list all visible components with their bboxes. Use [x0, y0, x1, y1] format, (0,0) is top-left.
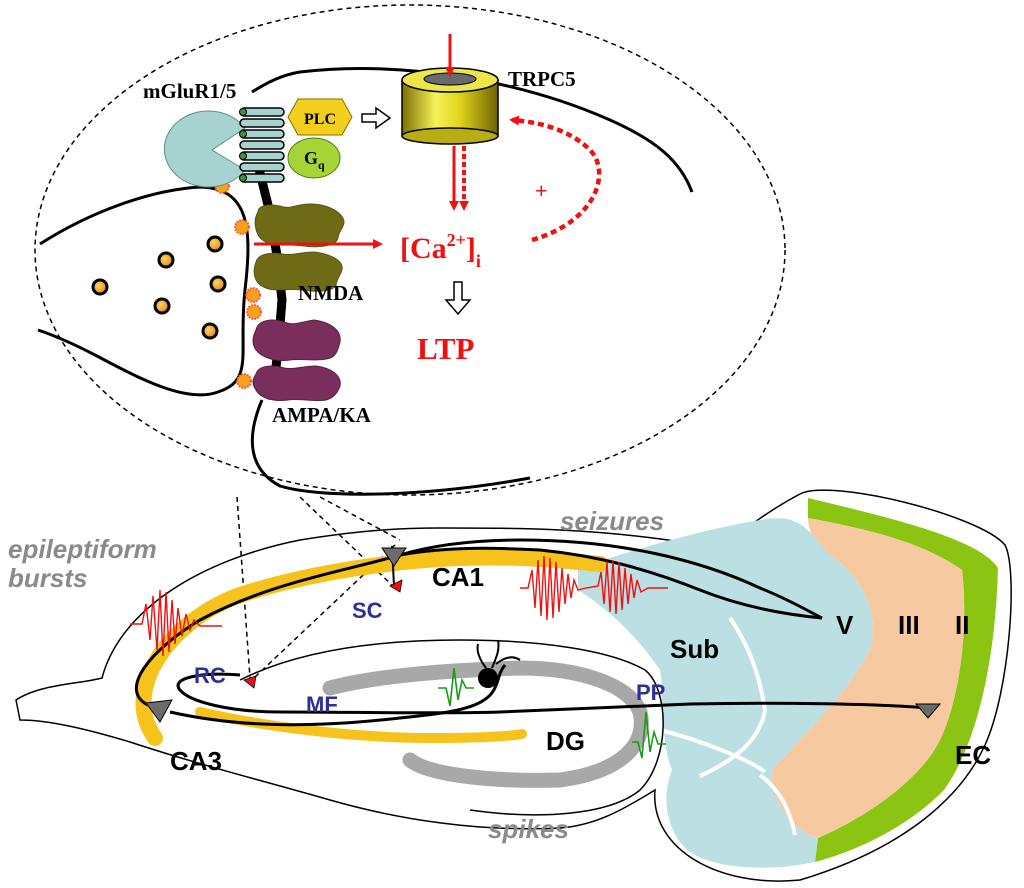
granule-cell [476, 639, 521, 688]
layer-iii-label: III [898, 610, 920, 640]
vesicles [91, 235, 227, 340]
dg-label: DG [546, 726, 585, 756]
ampa-ka-label: AMPA/KA [272, 403, 372, 427]
rc-synapse-icon [243, 675, 257, 689]
seizures-label: seizures [560, 506, 664, 536]
postsynaptic-spine [250, 399, 531, 496]
synapse-diagram: mGluR1/5 PLC Gq TRPC5 + [37, 34, 694, 496]
ec-label: EC [955, 740, 991, 770]
layer-v-label: V [836, 610, 854, 640]
sub-label: Sub [670, 634, 719, 664]
ca3-neuron-icon [145, 699, 173, 723]
gq-protein: Gq [287, 137, 341, 179]
trpc5-label: TRPC5 [508, 67, 576, 91]
burst-waveform-icon [130, 589, 222, 657]
layer-ii-label: II [955, 610, 969, 640]
spikes-label: spikes [488, 814, 569, 844]
mglur-transmembrane-helices [239, 107, 285, 183]
trpc5-channel: TRPC5 [401, 67, 576, 145]
vesicle [153, 297, 171, 315]
glutamate-molecules [214, 178, 262, 389]
nmda-receptor: NMDA [253, 203, 364, 305]
perforant-path [176, 672, 931, 715]
mglur-receptor: mGluR1/5 [143, 79, 285, 188]
plc-label: PLC [304, 111, 336, 128]
plc-to-trpc5-arrow-icon [361, 106, 392, 130]
glutamate [246, 304, 262, 320]
ca-to-ltp-arrow-icon [444, 281, 472, 316]
hippocampal-outline [15, 489, 1012, 882]
calcium-label: [Ca2+]i [400, 230, 481, 271]
mglur-label: mGluR1/5 [143, 79, 236, 103]
gq-label: Gq [304, 148, 325, 172]
ampa-receptor: AMPA/KA [252, 319, 372, 427]
mglur-pacman-icon [163, 110, 246, 188]
vesicle [206, 235, 224, 253]
pp-spike-waveform-icon [632, 711, 666, 759]
sc-synapse-icon [389, 579, 403, 593]
vesicle [209, 275, 227, 293]
vesicle [201, 322, 219, 340]
bursts-label: bursts [8, 563, 87, 593]
hippocampus-diagram: epileptiform bursts seizures spikes CA1 … [8, 489, 1012, 882]
gq-ellipse-icon [287, 137, 341, 179]
glutamate [245, 287, 261, 303]
ca1-projection [399, 546, 823, 620]
ltp-label: LTP [417, 331, 475, 366]
zoom-ellipse [34, 4, 786, 496]
mossy-fiber [169, 663, 507, 727]
ca1-neuron-icon [381, 547, 407, 567]
dentate-outline [239, 639, 664, 816]
entorhinal-layer-ii [808, 498, 998, 862]
feedback-arrow-icon [509, 115, 602, 243]
region-boundary [659, 728, 767, 774]
glutamate [234, 219, 250, 235]
ca3-label: CA3 [170, 746, 222, 776]
plc-hexagon-icon [287, 98, 353, 136]
seizure-waveform-icon [520, 555, 668, 621]
entorhinal-layers-iii-v [771, 518, 965, 838]
pp-label: PP [636, 680, 665, 705]
epileptiform-label: epileptiform [8, 534, 157, 564]
dg-spike-waveform-icon [438, 667, 474, 707]
mf-label: MF [306, 692, 338, 717]
rc-label: RC [194, 663, 226, 688]
region-boundary [699, 616, 768, 778]
nmda-label: NMDA [298, 281, 364, 305]
sc-label: SC [352, 598, 383, 623]
plc-enzyme: PLC [287, 98, 353, 136]
dentate-gyrus-layer [322, 660, 649, 788]
region-boundary [758, 773, 797, 836]
ca1-label: CA1 [432, 562, 484, 592]
pyramidal-cell-layer-inner [195, 707, 527, 744]
ec-neuron-icon [914, 703, 942, 719]
presynaptic-terminal [37, 185, 250, 397]
zoom-connector-line [319, 496, 401, 541]
vesicle [157, 251, 175, 269]
feedback-plus-label: + [535, 178, 548, 203]
vesicle [91, 278, 109, 296]
glutamate [236, 373, 252, 389]
